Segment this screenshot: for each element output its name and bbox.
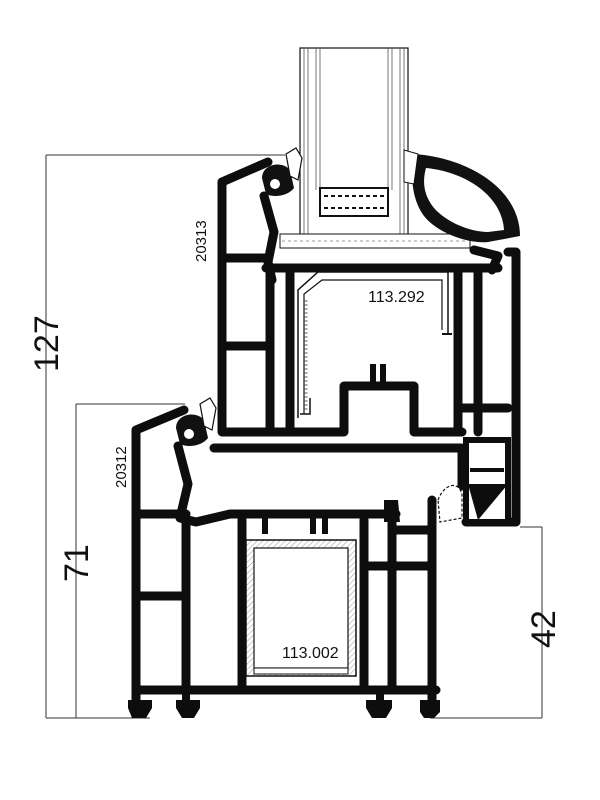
sash-profile-label: 20313 (193, 220, 210, 262)
glazing-unit (279, 47, 471, 249)
sash-teeth (370, 364, 386, 388)
glazing-bead (403, 149, 520, 243)
frame-outer-gasket (176, 397, 217, 446)
dimension-lines (45, 154, 543, 719)
frame-right-chamber (463, 437, 511, 525)
center-seal-gasket (437, 484, 463, 523)
dimension-label-sash: 71 (58, 544, 96, 582)
sash-steel-reinforcement (297, 271, 452, 418)
frame-steel-label: 113.002 (282, 645, 339, 662)
frame-profile-label: 20312 (113, 446, 130, 488)
frame-feet (128, 690, 440, 718)
sash-steel-label: 113.292 (368, 289, 425, 306)
sash-outer-gasket (262, 147, 303, 196)
frame-profile (131, 247, 521, 717)
dimension-label-total: 127 (28, 315, 66, 372)
sash-profile (217, 157, 513, 437)
frame-steel-reinforcement (245, 539, 357, 677)
frame-teeth (262, 500, 400, 534)
dimension-label-frame-lower: 42 (525, 610, 563, 648)
